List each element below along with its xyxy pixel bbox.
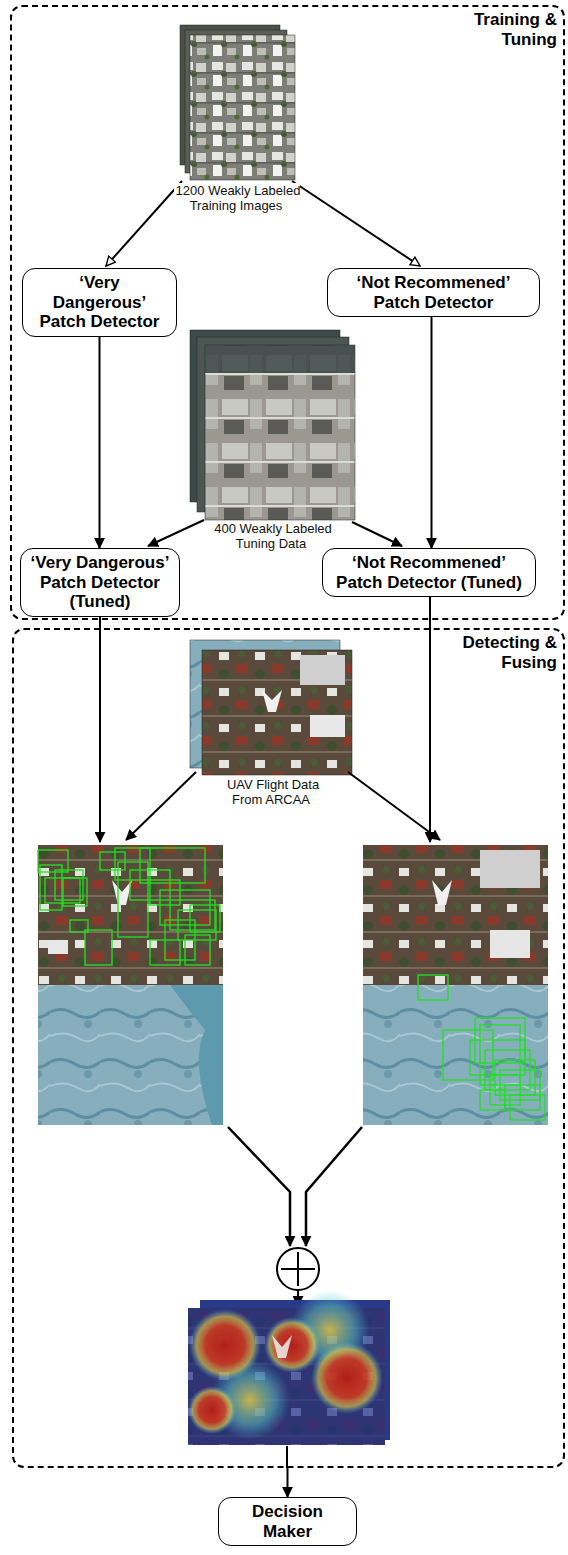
region-title: Detecting & Fusing: [457, 633, 557, 674]
caption-text: 1200 Weakly Labeled Training Images: [174, 183, 301, 213]
caption-text: 400 Weakly Labeled Tuning Data: [212, 521, 332, 551]
fusion-symbol: [277, 1248, 319, 1290]
training-images: [180, 25, 295, 180]
merge-line: [306, 1127, 362, 1246]
process-box: ‘Very Dangerous’ Patch Detector: [22, 268, 177, 337]
arrow: [99, 585, 101, 842]
merge-line: [228, 1127, 290, 1246]
box-label: ‘Very Dangerous’ Patch Detector: [31, 273, 168, 332]
arrow: [126, 772, 196, 840]
arrow: [148, 520, 204, 546]
box-label: ‘Very Dangerous’ Patch Detector (Tuned): [29, 553, 171, 612]
box-label: Decision Maker: [239, 1502, 336, 1541]
arrow: [429, 585, 431, 842]
connector: [99, 337, 101, 548]
process-box: ‘Not Recommened’ Patch Detector (Tuned): [322, 548, 536, 597]
tuning-images: [190, 330, 355, 520]
box-label: ‘Not Recommened’ Patch Detector: [336, 273, 531, 312]
arrow: [106, 181, 182, 266]
arrow: [352, 522, 402, 546]
result-images-right: [363, 845, 548, 1125]
uav-images: [190, 640, 352, 775]
image-caption: 1200 Weakly Labeled Training Images: [167, 184, 307, 214]
process-box: ‘Very Dangerous’ Patch Detector (Tuned): [20, 548, 180, 617]
box-label: ‘Not Recommened’ Patch Detector (Tuned): [331, 553, 527, 592]
arrow: [348, 772, 440, 840]
image-caption: 400 Weakly Labeled Tuning Data: [202, 522, 342, 552]
image-caption: UAV Flight Data From ARCAA: [212, 778, 332, 808]
process-box: Decision Maker: [218, 1497, 357, 1546]
arrow-line: [286, 1446, 288, 1468]
region-title: Training & Tuning: [457, 10, 557, 51]
arrow: [292, 181, 420, 266]
connector: [287, 1468, 289, 1497]
process-box: ‘Not Recommened’ Patch Detector: [327, 268, 540, 317]
caption-text: UAV Flight Data From ARCAA: [225, 777, 319, 807]
dashed-region: Detecting & Fusing: [12, 628, 565, 1468]
connector: [431, 317, 433, 548]
result-images-left: [38, 845, 223, 1125]
heatmap: [188, 1290, 390, 1445]
